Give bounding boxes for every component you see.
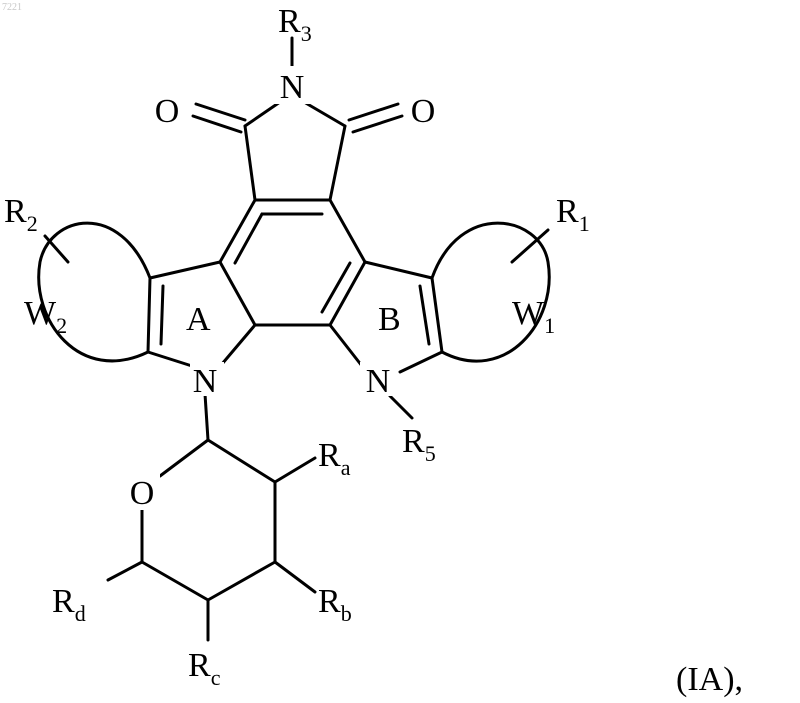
formula-label: (IA), (676, 661, 743, 698)
label-ra: Ra (318, 437, 351, 480)
atom-o-pyran: O (130, 475, 155, 512)
corner-mark: 7221 (2, 2, 22, 13)
atom-n-left: N (193, 363, 218, 400)
ring-label-a: A (186, 301, 211, 338)
label-w2: W2 (24, 295, 67, 338)
label-r3: R3 (278, 3, 312, 46)
label-rb: Rb (318, 583, 352, 626)
label-r1: R1 (556, 193, 590, 236)
label-r2: R2 (4, 193, 38, 236)
label-rc: Rc (188, 647, 221, 690)
label-w1: W1 (512, 295, 555, 338)
bond-lines (39, 38, 549, 640)
label-r5: R5 (402, 423, 436, 466)
atom-labels: N O O N N O (126, 66, 440, 512)
atom-n-imide: N (280, 69, 305, 106)
ring-labels: A B (186, 301, 401, 338)
substituent-labels: R3 R2 R1 W2 W1 R5 Ra Rb Rc Rd (4, 3, 590, 690)
ring-label-b: B (378, 301, 401, 338)
atom-o-right: O (411, 93, 436, 130)
atom-n-right: N (366, 363, 391, 400)
atom-o-left: O (155, 93, 180, 130)
label-rd: Rd (52, 583, 86, 626)
